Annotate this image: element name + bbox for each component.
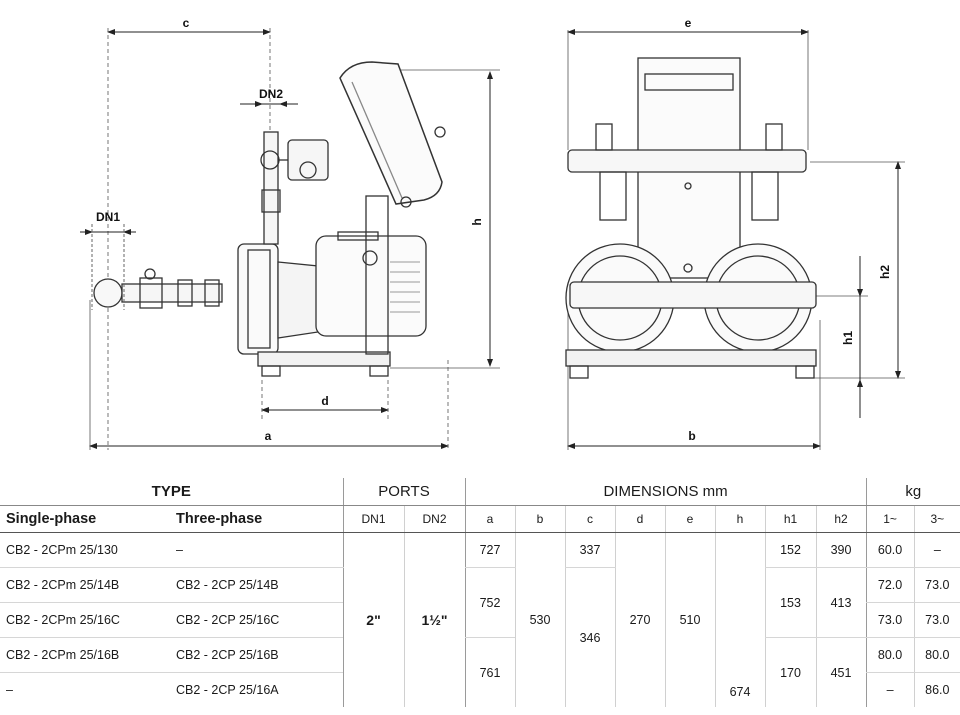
single-phase-model: – [6,683,13,697]
group-header-dimensions: DIMENSIONS mm [464,478,867,506]
single-phase-model: CB2 - 2CPm 25/16C [0,602,170,638]
dim-label-h: h [470,218,484,225]
kg-three-value: – [913,532,960,568]
dim-h1-value: 152 [764,532,816,568]
dim-c-value: 346 [564,567,615,707]
dim-c-value: 337 [564,532,615,568]
side-view [89,28,500,450]
dim-d-value: 270 [614,532,665,707]
dim-a-value: 761 [464,637,515,707]
group-header-type: TYPE [0,478,343,506]
dim-label-dn1: DN1 [96,210,120,224]
col-header-dn2: DN2 [403,505,465,533]
three-phase-model: CB2 - 2CP 25/16A [176,683,279,697]
col-header-b: b [514,505,565,533]
table-row: – CB2 - 2CP 25/16A – 86.0 [0,672,960,707]
three-phase-model: – [170,532,343,568]
three-phase-model: CB2 - 2CP 25/14B [170,567,343,603]
technical-drawing: c DN2 DN1 h d a [80,16,905,450]
col-header-d: d [614,505,665,533]
col-header-kg-three: 3~ [913,505,960,533]
dim-e-value: 510 [664,532,715,707]
col-header-h: h [714,505,765,533]
dim-b-value: 530 [514,532,565,707]
dim-label-a: a [265,429,272,443]
group-header-kg: kg [865,478,960,506]
dim-label-dn2: DN2 [259,87,283,101]
col-header-a: a [464,505,515,533]
dim-a-value: 727 [464,532,515,568]
col-header-c: c [564,505,615,533]
dim-label-d: d [321,394,328,408]
kg-three-value: 73.0 [913,602,960,638]
table-row: CB2 - 2CPm 25/16C CB2 - 2CP 25/16C 73.0 … [0,602,960,638]
dn1-value: 2" [342,532,404,707]
col-header-single-phase: Single-phase [0,505,170,533]
kg-three-value: 80.0 [913,637,960,673]
kg-single-value: 80.0 [865,637,915,673]
table-row: CB2 - 2CPm 25/130 – 2" 1½" 727 530 337 2… [0,532,960,707]
kg-three-value: 73.0 [913,567,960,603]
table-row: CB2 - 2CPm 25/14B CB2 - 2CP 25/14B 752 3… [0,567,960,707]
dn2-value: 1½" [403,532,465,707]
kg-single-value: 60.0 [865,532,915,568]
kg-single-value: – [865,672,915,707]
dim-label-b: b [688,429,695,443]
dim-h2-value: 390 [815,532,867,568]
col-header-three-phase: Three-phase [170,505,343,533]
table-row: CB2 - 2CPm 25/16B CB2 - 2CP 25/16B 761 1… [0,637,960,707]
dim-h1-value: 153 [764,567,816,638]
dim-a-value: 752 [464,567,515,638]
dim-label-h2: h2 [878,265,892,279]
three-phase-model: CB2 - 2CP 25/16C [170,602,343,638]
dim-label-h1: h1 [841,331,855,345]
side-view-dimensions [80,29,493,449]
col-header-h2: h2 [815,505,867,533]
three-phase-model: CB2 - 2CP 25/16B [170,637,343,673]
col-header-h1: h1 [764,505,816,533]
col-header-e: e [664,505,715,533]
front-view [565,30,905,450]
kg-three-value: 86.0 [913,672,960,707]
single-phase-model: CB2 - 2CPm 25/16B [0,637,170,673]
spec-table: TYPE PORTS DIMENSIONS mm kg Single-phase… [0,478,960,715]
col-header-dn1: DN1 [342,505,404,533]
dim-h-value: 674 [714,532,765,707]
dim-h1-value: 170 [764,637,816,707]
kg-single-value: 72.0 [865,567,915,603]
col-header-kg-single: 1~ [865,505,915,533]
single-phase-model: CB2 - 2CPm 25/14B [0,567,170,603]
front-view-dimensions [567,29,901,449]
single-phase-model: CB2 - 2CPm 25/130 [0,532,170,568]
dim-label-c: c [183,16,190,30]
kg-single-value: 73.0 [865,602,915,638]
dim-h2-value: 413 [815,567,867,638]
group-header-ports: PORTS [342,478,465,506]
dim-label-e: e [685,16,692,30]
dim-h2-value: 451 [815,637,867,707]
